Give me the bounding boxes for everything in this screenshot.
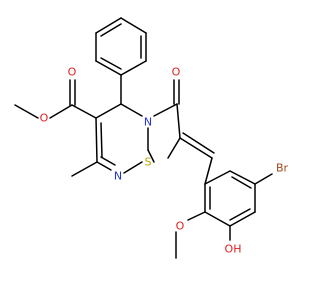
- molecule-canvas: O O N N O S Br OH O: [14, 17, 289, 259]
- bond: [100, 122, 103, 158]
- bond: [49, 104, 73, 119]
- bond: [204, 170, 231, 185]
- bond: [254, 173, 273, 185]
- bond: [123, 161, 143, 174]
- bond: [71, 104, 97, 119]
- bond: [120, 103, 143, 117]
- molecule-structure: O O N N O S Br OH O: [14, 17, 289, 259]
- atom-oh: OH: [225, 243, 242, 256]
- bond: [179, 137, 213, 159]
- bond: [95, 17, 122, 34]
- atom-o-ketone: O: [172, 66, 181, 79]
- bond: [229, 211, 256, 227]
- bond: [14, 104, 39, 119]
- atom-s-ring: S: [145, 156, 152, 169]
- bond: [153, 103, 178, 117]
- bonds: [14, 17, 273, 259]
- atom-o-methoxy: O: [176, 220, 185, 233]
- atom-br: Br: [276, 162, 289, 175]
- bond: [229, 170, 256, 185]
- bond: [95, 103, 122, 119]
- bond: [120, 17, 147, 34]
- bond: [182, 132, 215, 154]
- bond: [96, 161, 112, 171]
- atom-labels: O O N N O S Br OH O: [40, 66, 289, 256]
- bond: [120, 60, 147, 76]
- bond: [147, 149, 155, 163]
- bond: [187, 211, 206, 221]
- atom-o-ester: O: [40, 112, 49, 125]
- atom-n-imine: N: [114, 170, 122, 183]
- bond: [71, 161, 98, 177]
- bond: [100, 23, 122, 37]
- bond: [229, 208, 251, 221]
- bond: [167, 137, 181, 159]
- bond: [95, 117, 98, 163]
- atom-n-ring: N: [144, 116, 152, 129]
- bond: [231, 176, 252, 189]
- bond: [176, 103, 181, 139]
- bond: [204, 157, 213, 185]
- bond: [95, 60, 122, 76]
- bond: [100, 57, 122, 70]
- bond: [100, 156, 116, 166]
- bond: [204, 211, 231, 227]
- atom-o-carbonyl-ester: O: [68, 66, 77, 79]
